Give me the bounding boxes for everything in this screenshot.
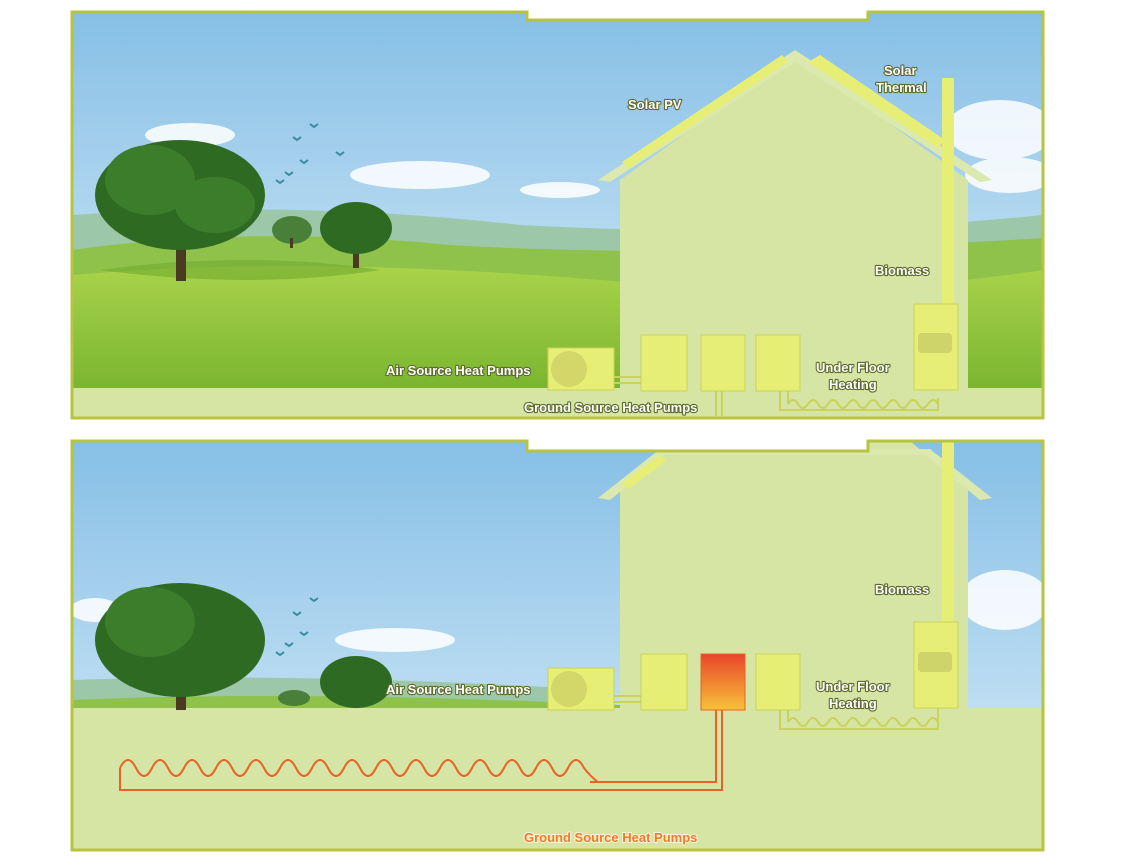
house [598, 441, 992, 710]
heat-pump-unit-3 [755, 334, 801, 392]
label-underfloor-1: Under Floor [816, 360, 890, 375]
underfloor-coil [787, 717, 939, 727]
tree-large [95, 583, 265, 710]
label-ground-source: Ground Source Heat Pumps [524, 400, 697, 415]
tree-small [272, 202, 392, 268]
heat-pump-unit-2 [700, 334, 746, 392]
tree-small [278, 656, 392, 708]
biomass-flue [942, 441, 954, 631]
clouds [145, 100, 1043, 198]
solar-pv-panel [622, 55, 788, 168]
solar-thermal-panel [808, 55, 945, 148]
boiler-window [918, 652, 952, 672]
ground-loop [119, 710, 723, 791]
label-biomass: Biomass [875, 263, 929, 278]
heat-pump-unit-1 [640, 653, 688, 711]
biomass-flue [942, 78, 954, 313]
bottom-frame [70, 439, 1045, 852]
label-air-source: Air Source Heat Pumps [386, 682, 531, 697]
label-underfloor-2: Heating [829, 696, 877, 711]
solar-pv-panel [622, 455, 666, 489]
heat-pump-unit-1 [640, 334, 688, 392]
fan-icon [551, 671, 587, 707]
top-frame [70, 10, 1045, 420]
label-underfloor-2: Heating [829, 377, 877, 392]
underfloor-coil [787, 399, 939, 409]
label-underfloor-1: Under Floor [816, 679, 890, 694]
boiler-window [918, 333, 952, 353]
ground-section [72, 708, 1043, 850]
label-air-source: Air Source Heat Pumps [386, 363, 531, 378]
ground-source-heat-pump-unit [700, 653, 746, 711]
birds [275, 123, 345, 185]
clouds [72, 570, 1043, 652]
tree-large [95, 140, 265, 281]
label-solar-thermal-1: Solar [884, 63, 917, 78]
house [598, 50, 992, 398]
label-ground-source: Ground Source Heat Pumps [524, 830, 697, 845]
birds [275, 597, 319, 657]
bottom-panel: Biomass Air Source Heat Pumps Under Floo… [70, 439, 1045, 852]
pipes [614, 695, 939, 730]
heat-pump-unit-3 [755, 653, 801, 711]
label-solar-pv: Solar PV [628, 97, 682, 112]
top-panel: Solar PV Solar Thermal Biomass Air Sourc… [70, 10, 1045, 420]
fan-icon [551, 351, 587, 387]
label-biomass: Biomass [875, 582, 929, 597]
label-solar-thermal-2: Thermal [876, 80, 927, 95]
